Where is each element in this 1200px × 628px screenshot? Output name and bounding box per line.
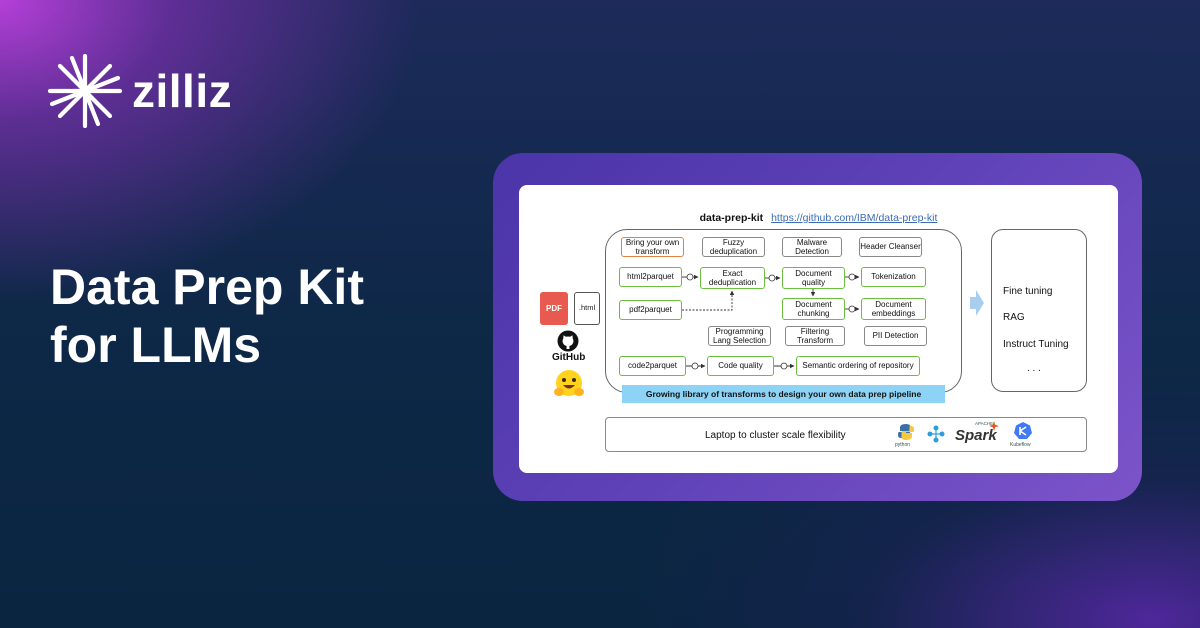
scale-container — [605, 417, 1087, 452]
node-malware-detection: Malware Detection — [782, 237, 842, 257]
html-file-label: .html — [578, 303, 596, 312]
output-instruct-tuning: Instruct Tuning — [1003, 339, 1069, 350]
node-document-quality: Document quality — [782, 267, 845, 289]
python-label: python — [895, 442, 911, 448]
kubeflow-icon — [1014, 422, 1032, 439]
node-document-chunking: Document chunking — [782, 298, 845, 320]
node-tokenization: Tokenization — [861, 267, 926, 287]
diagram-card: data-prep-kit https://github.com/IBM/dat… — [519, 185, 1118, 473]
github-repo-link[interactable]: https://github.com/IBM/data-prep-kit — [771, 212, 938, 224]
workflow-icon — [927, 425, 945, 443]
node-fuzzy-deduplication: Fuzzy deduplication — [702, 237, 765, 257]
node-html2parquet: html2parquet — [619, 267, 682, 287]
spark-apache-label: APACHE — [975, 421, 994, 426]
node-code2parquet: code2parquet — [619, 356, 686, 376]
scale-label: Laptop to cluster scale flexibility — [705, 430, 846, 441]
hugging-face-icon — [554, 370, 584, 396]
transforms-banner: Growing library of transforms to design … — [622, 385, 945, 403]
use-cases-container — [991, 229, 1087, 392]
starburst-icon — [48, 54, 122, 128]
output-more: . . . — [1027, 363, 1041, 374]
spark-star-icon — [989, 421, 999, 431]
spark-label: Spark — [955, 427, 997, 444]
diagram-header-title: data-prep-kit — [699, 212, 764, 224]
output-rag: RAG — [1003, 312, 1025, 323]
page-title-line-1: Data Prep Kit — [50, 259, 364, 315]
node-pdf2parquet: pdf2parquet — [619, 300, 682, 320]
github-icon — [557, 330, 579, 352]
node-pii-detection: PII Detection — [864, 326, 927, 346]
node-header-cleanser: Header Cleanser — [859, 237, 922, 257]
node-filtering-transform: Filtering Transform — [785, 326, 845, 346]
pipeline-connectors — [682, 273, 984, 370]
kubeflow-label: Kubeflow — [1010, 442, 1031, 448]
node-semantic-ordering: Semantic ordering of repository — [796, 356, 920, 376]
node-exact-deduplication: Exact deduplication — [700, 267, 765, 289]
html-file-icon: .html — [574, 292, 600, 325]
diagram-header: data-prep-kit https://github.com/IBM/dat… — [519, 212, 1118, 224]
node-document-embeddings: Document embeddings — [861, 298, 926, 320]
pdf-file-icon: PDF — [540, 292, 568, 325]
page-title-line-2: for LLMs — [50, 317, 262, 373]
node-bring-your-own-transform: Bring your own transform — [621, 237, 684, 257]
node-code-quality: Code quality — [707, 356, 774, 376]
node-programming-lang-selection: Programming Lang Selection — [708, 326, 771, 346]
page-title: Data Prep Kit for LLMs — [50, 258, 470, 374]
output-fine-tuning: Fine tuning — [1003, 286, 1053, 297]
python-icon — [898, 424, 914, 440]
github-label: GitHub — [552, 352, 586, 363]
brand-name: zilliz — [132, 65, 233, 117]
zilliz-logo[interactable]: zilliz — [48, 54, 232, 128]
